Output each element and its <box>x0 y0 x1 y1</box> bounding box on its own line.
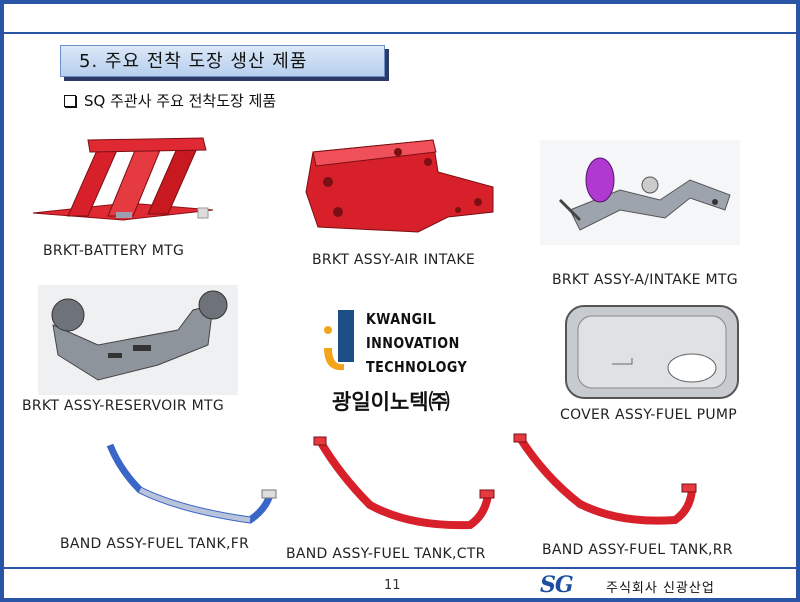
subtitle: SQ 주관사 주요 전착도장 제품 <box>64 90 276 111</box>
footer-divider <box>0 567 800 569</box>
battery-bracket-image <box>32 137 214 221</box>
section-title: 5. 주요 전착 도장 생산 제품 <box>60 45 385 77</box>
kwangil-logo: KWANGIL INNOVATION TECHNOLOGY 광일이노텍㈜ <box>318 308 488 418</box>
top-frame-bar <box>0 0 800 34</box>
part-label-band-rr: BAND ASSY-FUEL TANK,RR <box>542 542 733 558</box>
company-name: 주식회사 신광산업 <box>606 581 715 596</box>
right-frame-bar <box>796 0 800 602</box>
part-label-fuel-pump: COVER ASSY-FUEL PUMP <box>560 407 738 423</box>
part-label-intake-mtg: BRKT ASSY-A/INTAKE MTG <box>552 272 738 288</box>
sg-brand-logo: SG <box>540 572 574 598</box>
intake-mtg-bracket-image <box>540 140 740 245</box>
bottom-frame-bar <box>0 598 800 602</box>
left-frame-bar <box>0 0 4 602</box>
part-label-battery: BRKT-BATTERY MTG <box>43 243 185 259</box>
fuel-tank-band-ctr-image <box>313 436 495 530</box>
reservoir-bracket-image <box>38 285 238 395</box>
kwangil-logo-mark <box>324 310 354 371</box>
logo-korean-name: 광일이노텍㈜ <box>332 390 450 414</box>
logo-line-3: TECHNOLOGY <box>366 358 468 376</box>
checkbox-bullet-icon <box>64 94 76 107</box>
air-intake-bracket-image <box>305 139 494 233</box>
fuel-pump-cover-image <box>565 305 739 399</box>
part-label-reservoir: BRKT ASSY-RESERVOIR MTG <box>22 398 225 414</box>
page-number: 11 <box>384 578 401 593</box>
part-label-air-intake: BRKT ASSY-AIR INTAKE <box>312 252 475 268</box>
part-label-band-fr: BAND ASSY-FUEL TANK,FR <box>60 536 250 552</box>
logo-line-2: INNOVATION <box>366 334 460 352</box>
fuel-tank-band-fr-image <box>106 443 277 524</box>
subtitle-text: SQ 주관사 주요 전착도장 제품 <box>84 92 277 110</box>
part-label-band-ctr: BAND ASSY-FUEL TANK,CTR <box>286 546 486 562</box>
fuel-tank-band-rr-image <box>513 433 697 525</box>
logo-line-1: KWANGIL <box>366 310 437 328</box>
